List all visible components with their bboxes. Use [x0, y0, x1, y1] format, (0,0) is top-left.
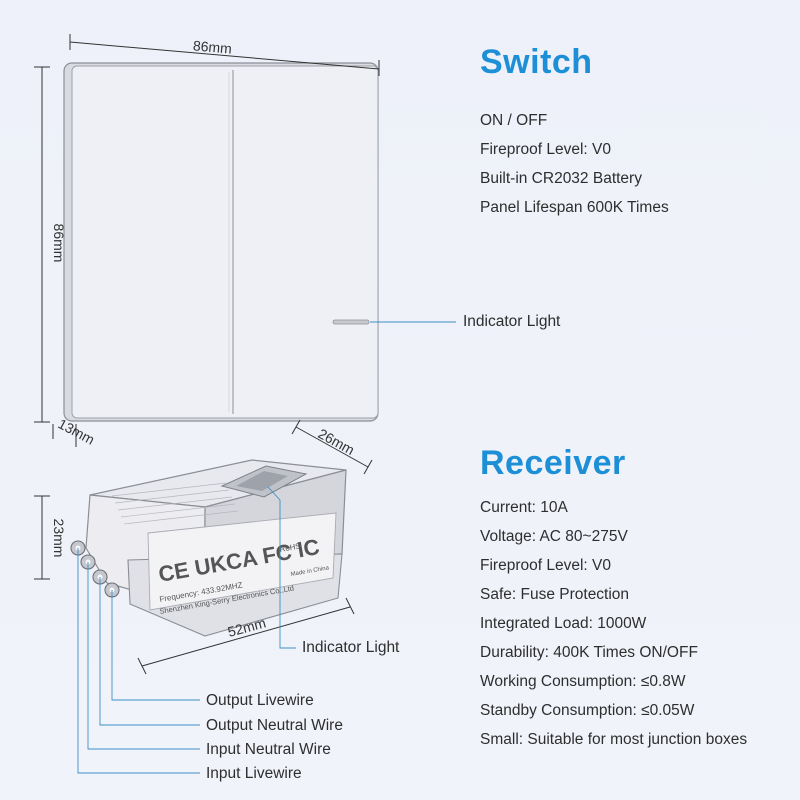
wire-label-input-livewire: Input Livewire: [206, 765, 302, 782]
receiver-spec-item: Working Consumption: ≤0.8W: [480, 673, 686, 690]
receiver-rohs-mark: RoHS: [279, 541, 302, 554]
switch-dimension-lines: [34, 34, 380, 447]
switch-indicator-light: [332, 319, 370, 325]
wire-label-output-livewire: Output Livewire: [206, 692, 314, 709]
switch-spec-item: Fireproof Level: V0: [480, 141, 611, 158]
receiver-spec-item: Fireproof Level: V0: [480, 557, 611, 574]
wire-leaders: [77, 548, 200, 774]
receiver-spec-item: Safe: Fuse Protection: [480, 586, 630, 603]
switch-width-dimension: 86mm: [192, 37, 232, 56]
switch-indicator-label: Indicator Light: [463, 313, 561, 330]
receiver-dimension-lines: [34, 419, 373, 675]
switch-height-dimension: 86mm: [51, 224, 67, 263]
receiver-spec-item: Standby Consumption: ≤0.05W: [480, 702, 695, 719]
switch-spec-item: Panel Lifespan 600K Times: [480, 199, 669, 216]
wire-label-output-neutral: Output Neutral Wire: [206, 717, 343, 734]
receiver-height-dimension: 23mm: [51, 519, 67, 558]
receiver-spec-item: Voltage: AC 80~275V: [480, 528, 628, 545]
wire-label-input-neutral: Input Neutral Wire: [206, 741, 331, 758]
receiver-title: Receiver: [480, 444, 626, 482]
switch-panel: [63, 62, 379, 422]
switch-spec-item: Built-in CR2032 Battery: [480, 170, 642, 187]
receiver-spec-item: Durability: 400K Times ON/OFF: [480, 644, 698, 661]
receiver-spec-item: Current: 10A: [480, 499, 568, 516]
receiver-indicator-label: Indicator Light: [302, 639, 400, 656]
receiver-box: [70, 459, 347, 637]
switch-spec-item: ON / OFF: [480, 112, 548, 129]
receiver-spec-item: Integrated Load: 1000W: [480, 615, 647, 632]
switch-title: Switch: [480, 43, 593, 81]
receiver-depth-dimension: 26mm: [316, 425, 358, 458]
receiver-indicator-leader: [267, 486, 296, 649]
receiver-spec-item: Small: Suitable for most junction boxes: [480, 731, 748, 748]
